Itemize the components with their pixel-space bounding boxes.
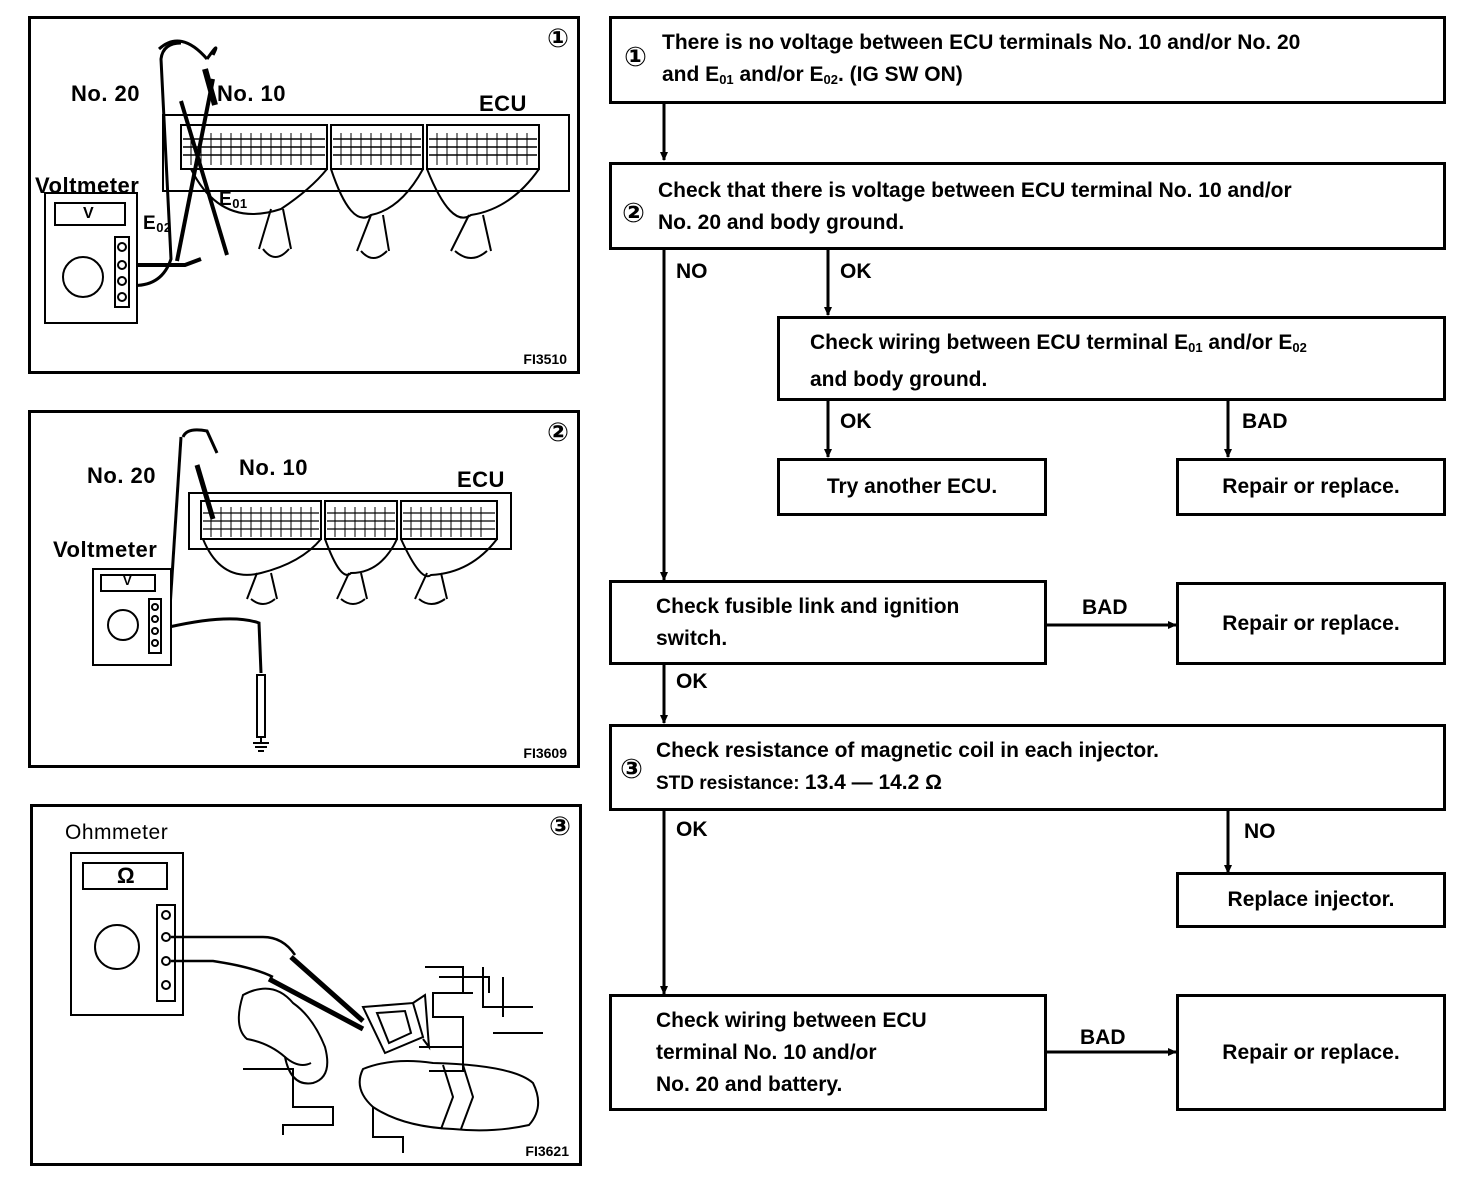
label-bad-battery: BAD <box>1080 1026 1126 1049</box>
repair-replace-box-2: Repair or replace. <box>1176 582 1446 665</box>
figure-number-3: ③ <box>548 811 571 841</box>
label-ok-step3: OK <box>676 818 708 841</box>
figure-code-2: FI3609 <box>523 745 567 761</box>
label-no10: No. 10 <box>217 81 287 106</box>
label-ok-fusible: OK <box>676 670 708 693</box>
label-bad-fusible: BAD <box>1082 596 1128 619</box>
label-ok-ground: OK <box>840 410 872 433</box>
fusible-line1: Check fusible link and ignition <box>656 595 960 618</box>
label-ohmmeter: Ohmmeter <box>65 821 169 844</box>
step1-number: ① <box>624 42 647 72</box>
step2-number: ② <box>622 198 645 228</box>
label-no20: No. 20 <box>87 463 157 488</box>
wiring-battery-box: Check wiring between ECU terminal No. 10… <box>609 994 1047 1111</box>
figure-number-1: ① <box>546 23 569 53</box>
step1-box: ① There is no voltage between ECU termin… <box>609 16 1446 104</box>
label-e02: E02 <box>143 213 172 235</box>
repair-replace-text-3: Repair or replace. <box>1222 1040 1400 1064</box>
label-ecu: ECU <box>457 467 505 492</box>
replace-injector-box: Replace injector. <box>1176 872 1446 928</box>
ecu-voltage-illustration-2 <box>92 428 512 752</box>
check-ground-line2: and body ground. <box>810 368 988 391</box>
step3-line2: STD resistance: 13.4 — 14.2 Ω <box>656 771 942 794</box>
meter-symbol: Ω <box>117 863 136 888</box>
meter-symbol: V <box>83 205 95 222</box>
wiring-battery-line1: Check wiring between ECU <box>656 1009 927 1032</box>
step2-line2: No. 20 and body ground. <box>658 211 905 234</box>
label-voltmeter: Voltmeter <box>53 537 158 562</box>
ecu-voltage-illustration-1 <box>44 39 570 324</box>
label-no20: No. 20 <box>71 81 141 106</box>
check-ground-line1: Check wiring between ECU terminal E01 an… <box>810 331 1307 355</box>
try-another-ecu-box: Try another ECU. <box>777 458 1047 516</box>
figure-panel-3: ③ Ohmmeter Ω FI3621 <box>30 804 582 1166</box>
wiring-battery-line3: No. 20 and battery. <box>656 1073 843 1096</box>
fusible-line2: switch. <box>656 627 728 650</box>
repair-replace-box-3: Repair or replace. <box>1176 994 1446 1111</box>
figure-panel-1: ① No. 20 No. 10 ECU Voltmeter V E02 E01 … <box>28 16 580 374</box>
label-bad-ground: BAD <box>1242 410 1288 433</box>
repair-replace-box-1: Repair or replace. <box>1176 458 1446 516</box>
step3-number: ③ <box>620 754 643 784</box>
figure-code-1: FI3510 <box>523 351 567 367</box>
replace-injector-text: Replace injector. <box>1227 888 1395 911</box>
step3-line1: Check resistance of magnetic coil in eac… <box>656 739 1160 762</box>
injector-resistance-illustration <box>70 852 543 1153</box>
fusible-link-box: Check fusible link and ignition switch. <box>609 580 1047 665</box>
wiring-battery-line2: terminal No. 10 and/or <box>656 1041 877 1064</box>
step2-line1: Check that there is voltage between ECU … <box>658 179 1292 202</box>
try-another-ecu-text: Try another ECU. <box>826 475 998 498</box>
step1-line2: and E01 and/or E02. (IG SW ON) <box>662 63 963 87</box>
repair-replace-text-1: Repair or replace. <box>1222 475 1400 498</box>
label-no-step3: NO <box>1244 820 1276 843</box>
label-ecu: ECU <box>479 91 527 116</box>
label-no-step2: NO <box>676 260 708 283</box>
figure-number-2: ② <box>546 417 569 447</box>
meter-symbol: V <box>123 573 133 588</box>
check-ground-wiring-box: Check wiring between ECU terminal E01 an… <box>777 316 1446 401</box>
label-e01: E01 <box>219 189 248 211</box>
step1-line1: There is no voltage between ECU terminal… <box>662 31 1301 54</box>
figure-code-3: FI3621 <box>525 1143 569 1159</box>
step3-box: ③ Check resistance of magnetic coil in e… <box>609 724 1446 811</box>
label-voltmeter: Voltmeter <box>35 173 140 198</box>
step2-box: ② Check that there is voltage between EC… <box>609 162 1446 250</box>
label-no10: No. 10 <box>239 455 309 480</box>
repair-replace-text-2: Repair or replace. <box>1222 611 1400 635</box>
figure-panel-2: ② No. 20 No. 10 ECU Voltmeter V FI3609 <box>28 410 580 768</box>
label-ok-step2: OK <box>840 260 872 283</box>
